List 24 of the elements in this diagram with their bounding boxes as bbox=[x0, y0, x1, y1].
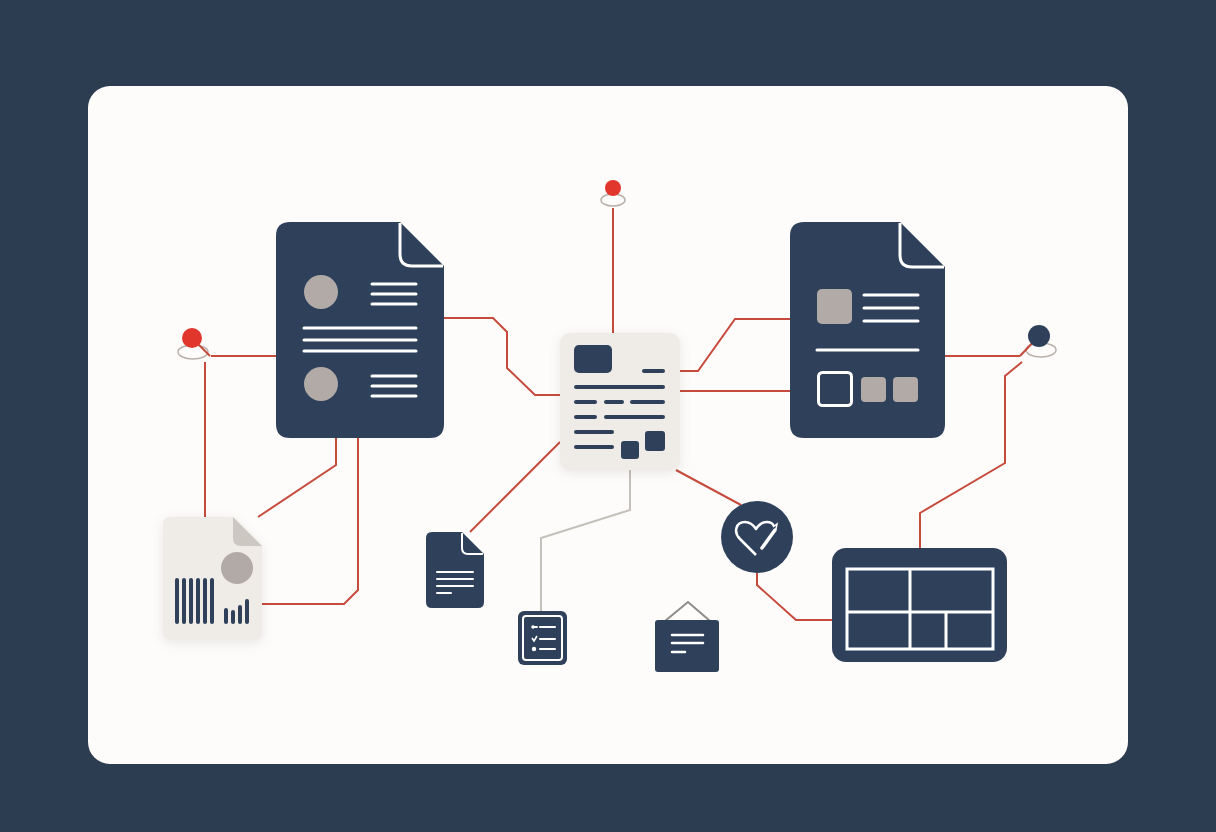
pin-icon bbox=[600, 178, 626, 208]
document-icon bbox=[790, 222, 945, 438]
connector-line bbox=[257, 437, 337, 518]
document-card-icon bbox=[560, 333, 680, 470]
connector-line bbox=[679, 390, 791, 392]
connector-line bbox=[675, 469, 742, 506]
grid-layout-icon bbox=[832, 548, 1007, 662]
connector-line bbox=[261, 437, 359, 605]
checklist-icon bbox=[518, 611, 567, 665]
connector-line bbox=[210, 355, 277, 357]
hanging-sign-icon bbox=[654, 600, 719, 672]
connector-line bbox=[443, 317, 561, 396]
connector-line bbox=[756, 572, 833, 621]
connector-line bbox=[919, 361, 1023, 549]
connector-line bbox=[204, 361, 206, 518]
connector-line bbox=[679, 318, 791, 372]
connector-line bbox=[540, 469, 631, 612]
connector-line bbox=[944, 355, 1021, 357]
chart-document-icon bbox=[163, 517, 262, 640]
connector-line bbox=[612, 207, 614, 334]
document-icon bbox=[426, 532, 484, 608]
connector-line bbox=[469, 441, 561, 533]
document-icon bbox=[276, 222, 444, 438]
pin-icon bbox=[175, 326, 211, 362]
